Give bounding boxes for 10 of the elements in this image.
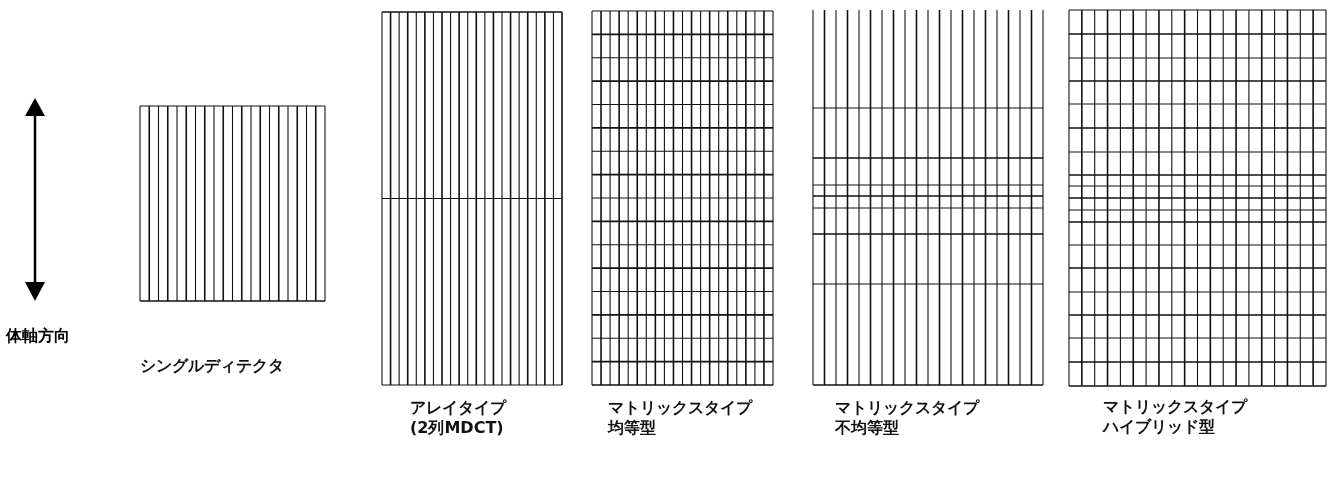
detector-caption: シングルディテクタ (140, 356, 284, 376)
detector-caption: マトリックスタイプ (835, 398, 979, 418)
detector-caption: 不均等型 (835, 418, 900, 438)
detector-caption: 均等型 (608, 418, 657, 438)
axis-label: 体軸方向 (6, 326, 70, 347)
detector-caption: (2列MDCT) (410, 418, 505, 438)
detector-caption: マトリックスタイプ (1103, 397, 1247, 417)
detector-caption: アレイタイプ (410, 398, 506, 418)
detector-caption: マトリックスタイプ (608, 398, 752, 418)
detector-caption: ハイブリッド型 (1103, 417, 1216, 437)
